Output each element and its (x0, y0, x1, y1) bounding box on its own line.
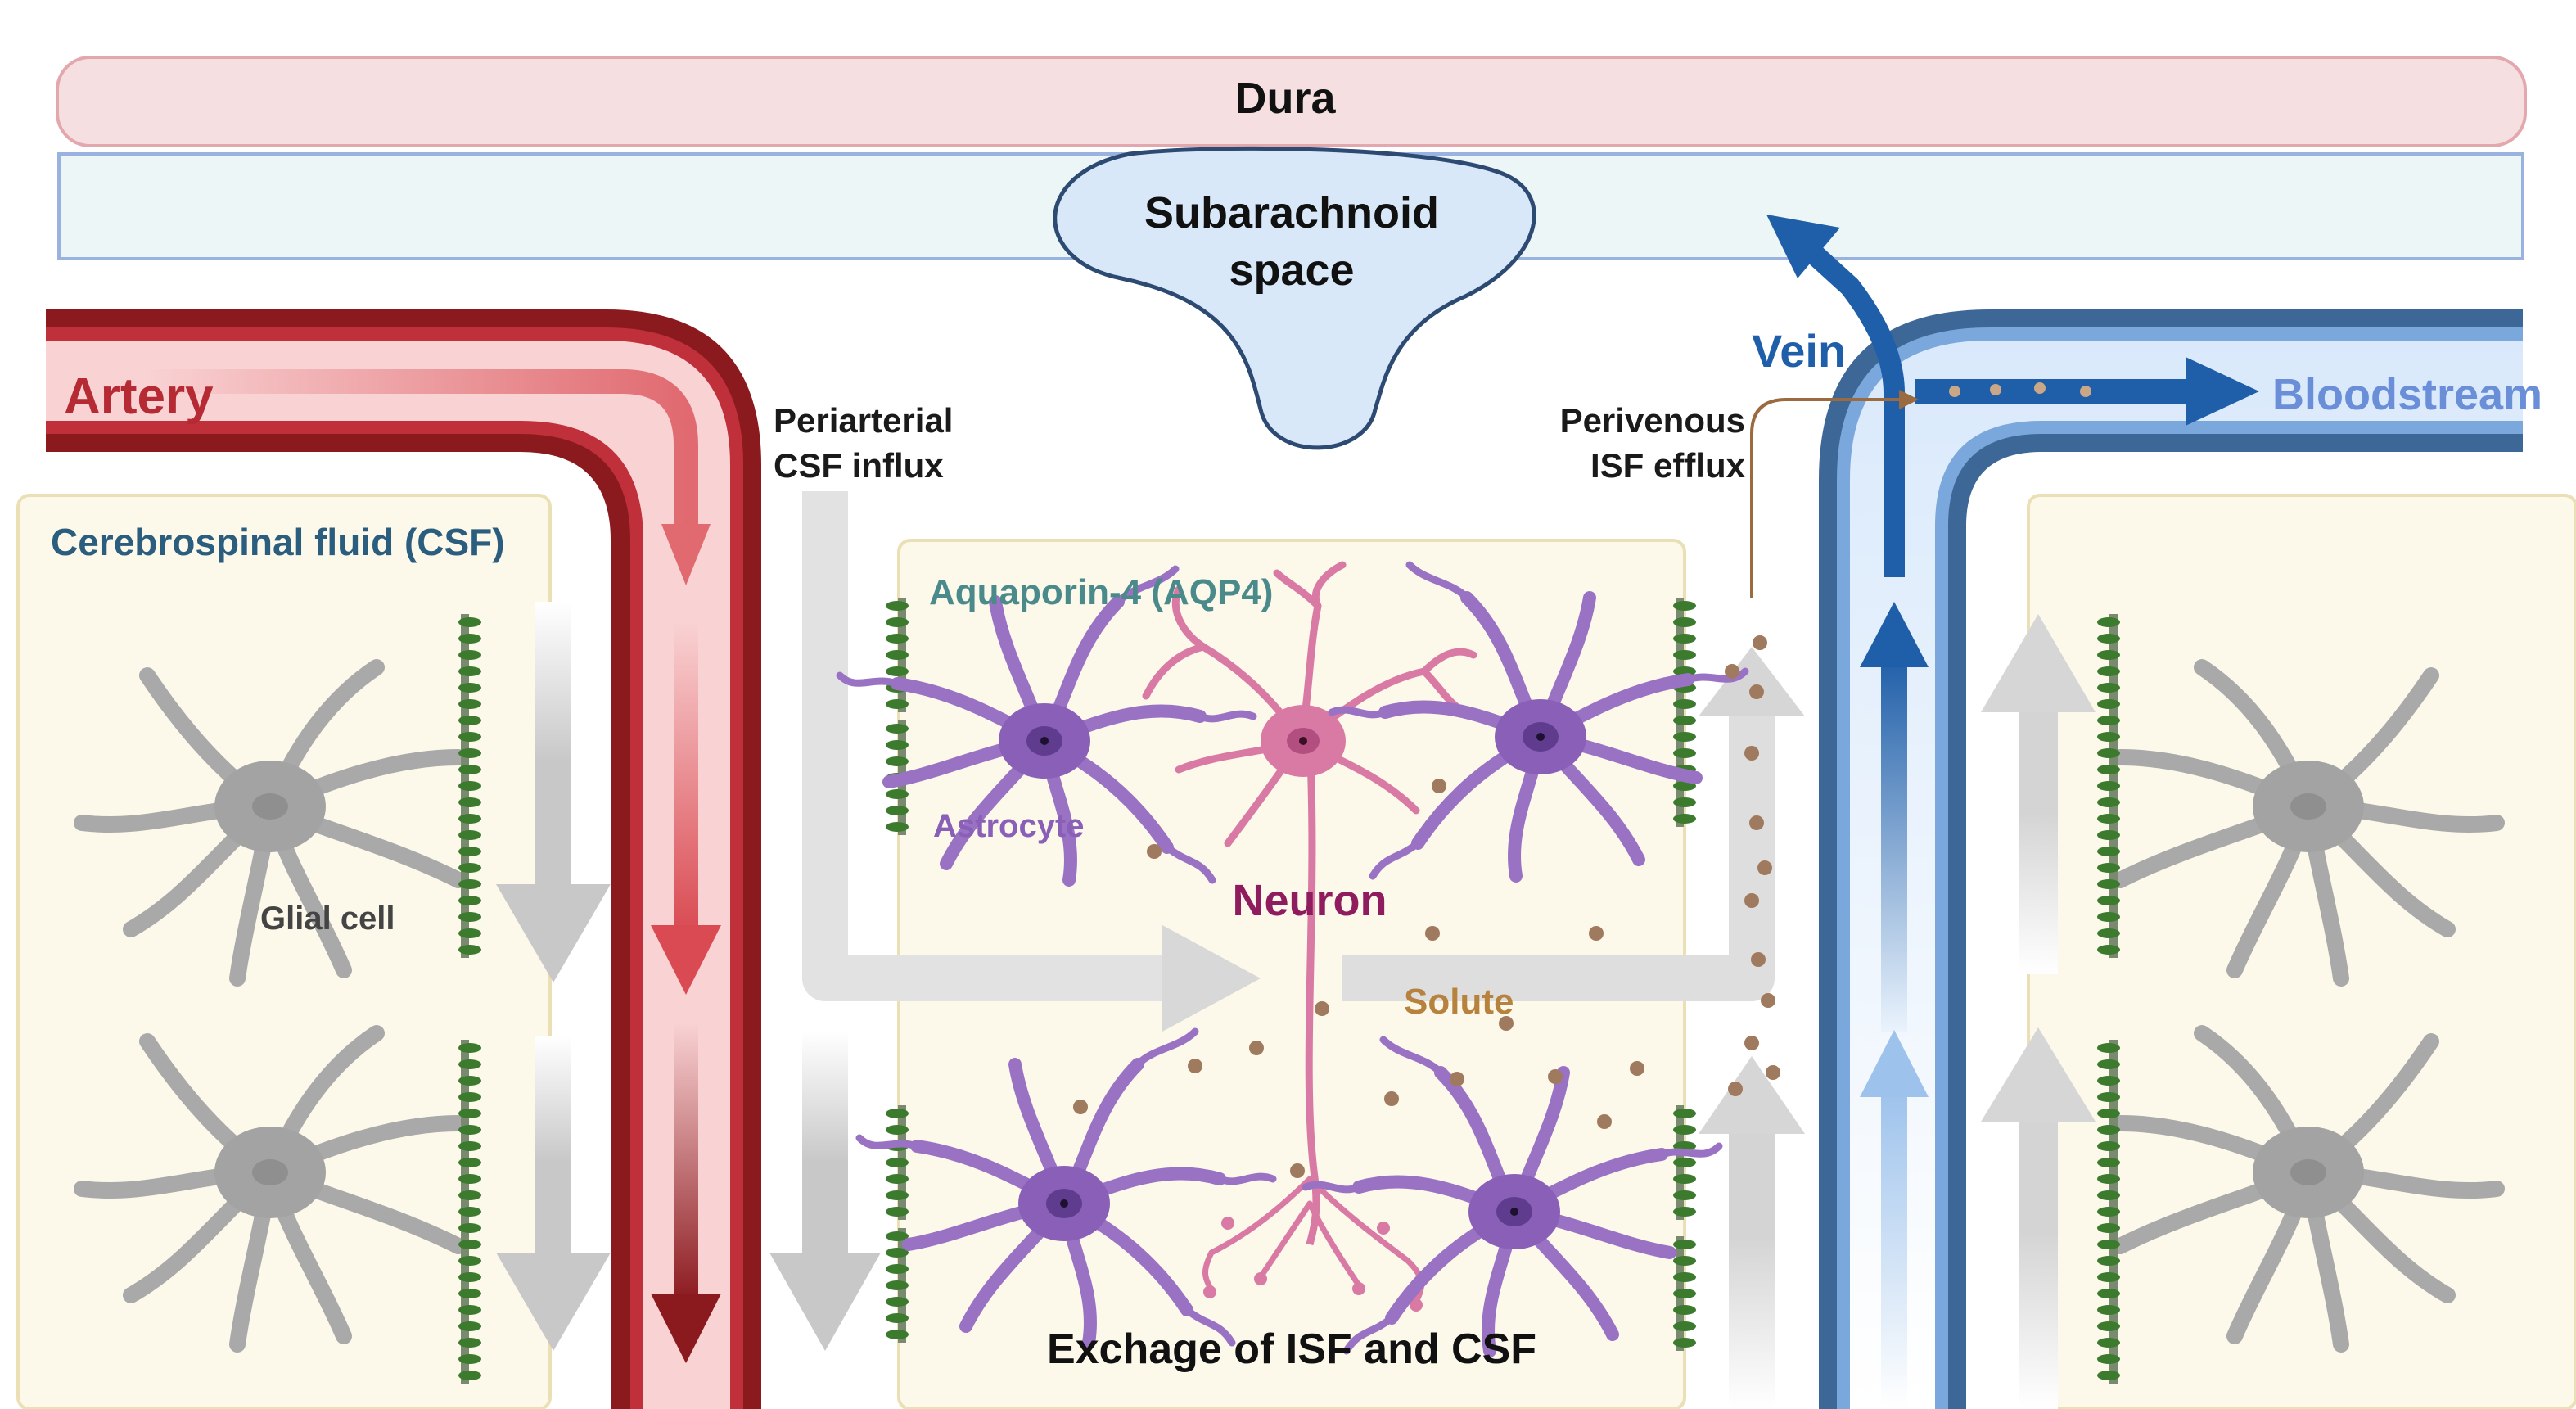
csf-label: Cerebrospinal fluid (CSF) (51, 521, 505, 563)
neuron-icon (1142, 561, 1477, 1312)
solute-particle-icon (1073, 635, 1780, 1178)
solute-label: Solute (1404, 982, 1514, 1022)
exchange-label: Exchage of ISF and CSF (1047, 1325, 1536, 1373)
periarterial-label-line2: CSF influx (774, 446, 944, 485)
vein-vessel (1766, 215, 2523, 1409)
artery-vessel (46, 309, 761, 1409)
bloodstream-label: Bloodstream (2272, 370, 2542, 419)
subarachnoid-label-line1: Subarachnoid (1144, 188, 1439, 237)
dura-label: Dura (1234, 74, 1336, 123)
perivenous-efflux-arrow (1342, 390, 1919, 1409)
perivenous-label-line1: Perivenous (1560, 401, 1745, 440)
dura-layer (56, 56, 2527, 147)
glial-cell-label: Glial cell (260, 901, 395, 937)
csf-flow-arrows-left (496, 602, 611, 1351)
vein-label: Vein (1752, 325, 1846, 377)
periarterial-influx-arrow (769, 491, 1261, 1351)
neuron-label: Neuron (1233, 876, 1387, 925)
astrocyte-label: Astrocyte (933, 808, 1085, 844)
subarachnoid-space-shape (1053, 146, 1536, 450)
periarterial-label-line1: Periarterial (774, 401, 953, 440)
subarachnoid-label-line2: space (1229, 246, 1354, 295)
artery-label: Artery (64, 368, 214, 425)
csf-flow-arrows-right (1981, 614, 2096, 1409)
perivenous-label-line2: ISF efflux (1590, 446, 1746, 485)
aquaporin-label: Aquaporin-4 (AQP4) (929, 572, 1273, 612)
